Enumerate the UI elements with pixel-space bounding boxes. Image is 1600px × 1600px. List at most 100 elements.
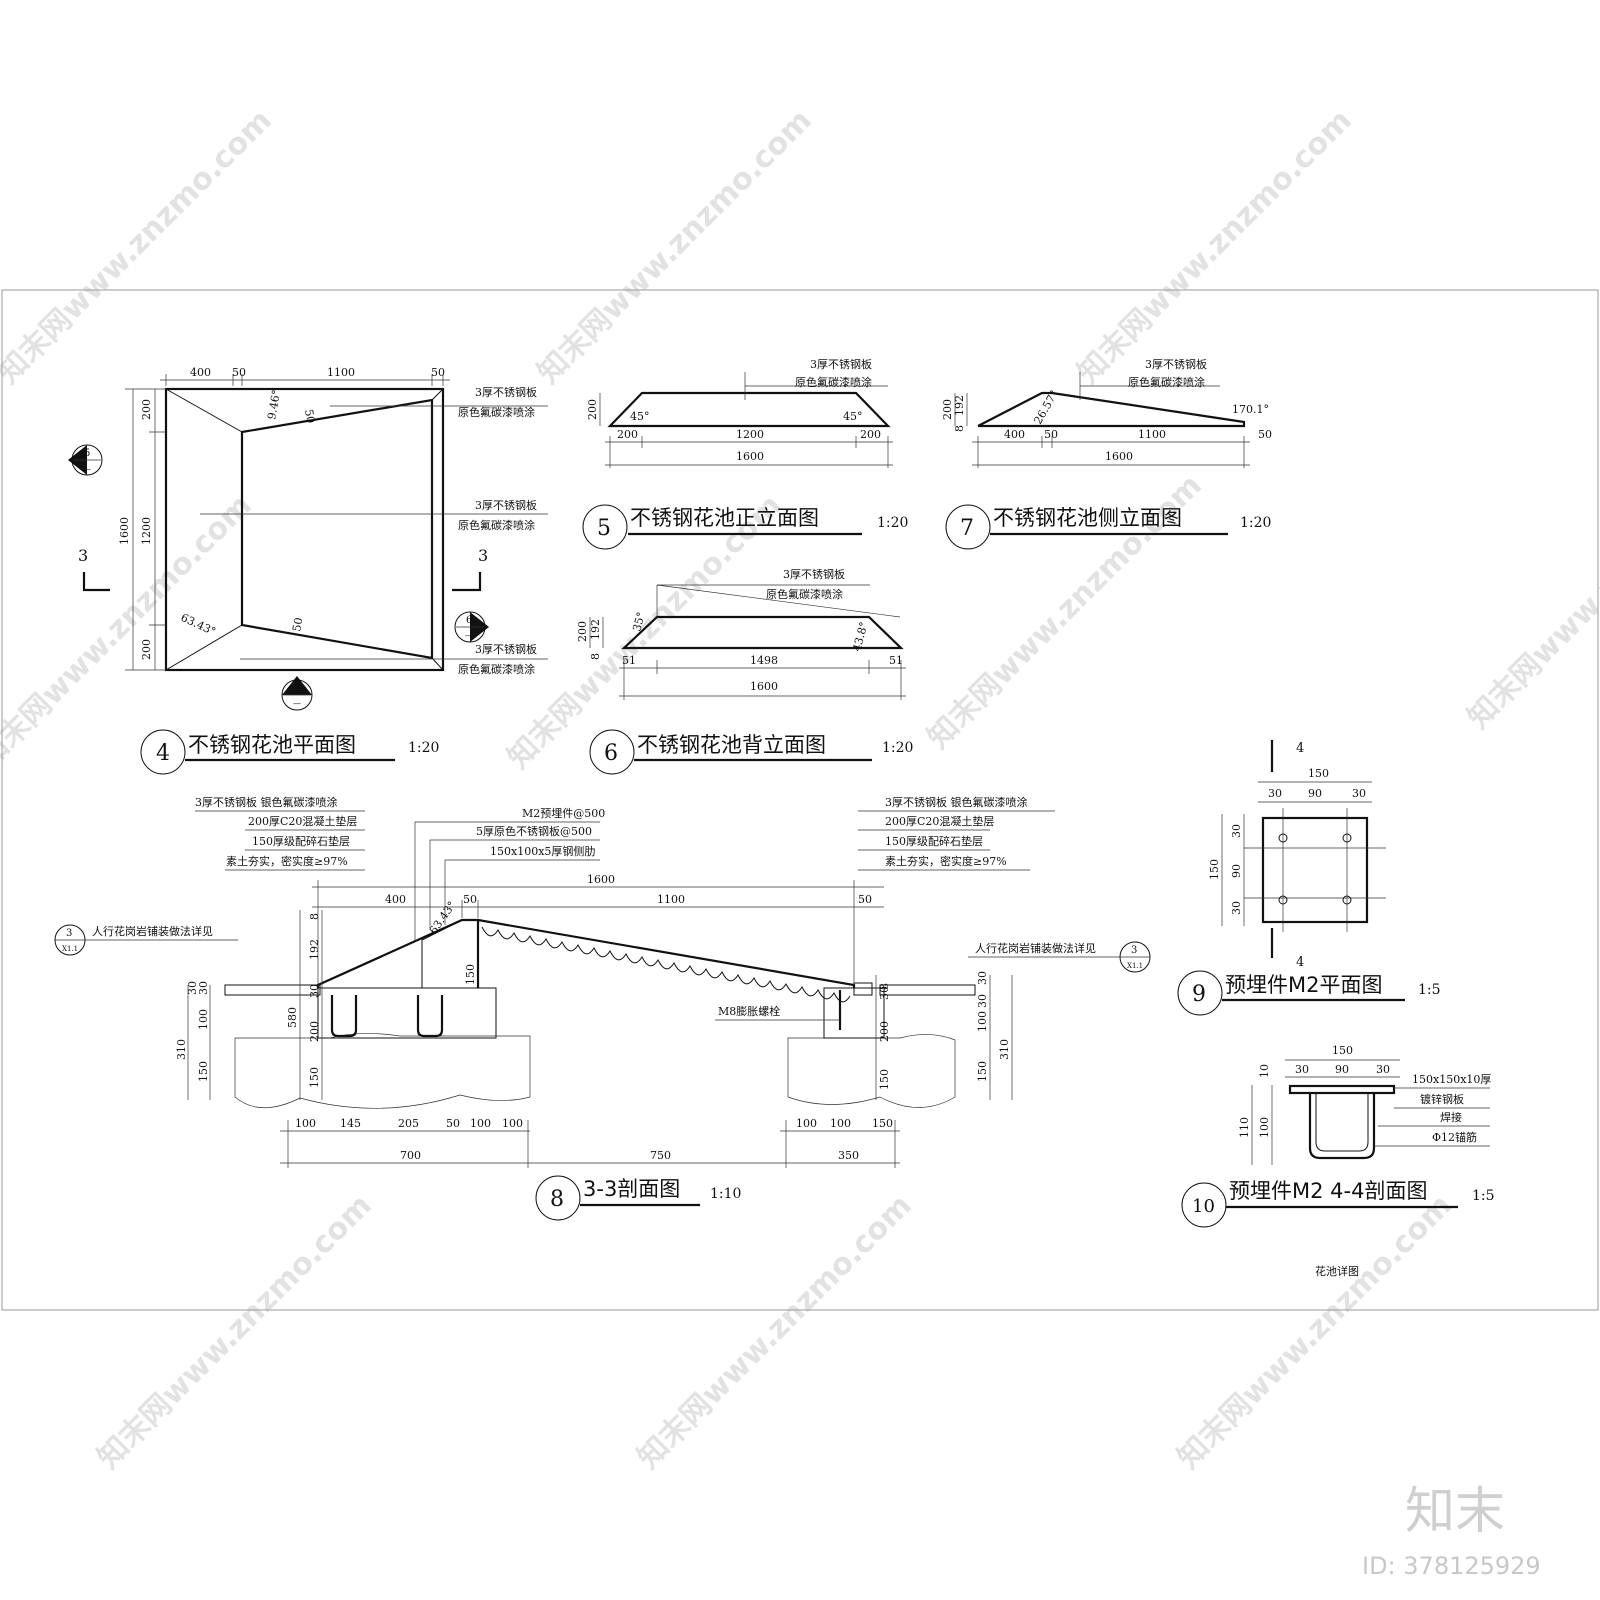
dim-text: 90 (1335, 1063, 1349, 1076)
view-title: 不锈钢花池正立面图 (630, 506, 819, 530)
view-number-circle (945, 504, 991, 550)
dim-text: 150 (464, 964, 477, 985)
note-text: 150x150x10厚 (1412, 1073, 1491, 1086)
watermark-text: 知末网www.znzmo.com (1171, 1188, 1459, 1476)
dim-text: 400 (190, 366, 211, 379)
view-number: 7 (960, 516, 974, 541)
dim-text: 30 (1376, 1063, 1390, 1076)
note-text: 200厚C20混凝土垫层 (885, 814, 994, 828)
dim-text: 1100 (327, 366, 355, 379)
dim-text: 30 (976, 971, 989, 985)
dim-text: 10 (1258, 1064, 1271, 1078)
view-number-circle (1177, 970, 1223, 1016)
dim-text: 30 (1230, 901, 1243, 915)
watermark-text: 知末网www.znzmo.com (91, 1188, 379, 1476)
dim-text: 200 (878, 1021, 891, 1042)
image-id: ID: 378125929 (1362, 1552, 1541, 1580)
edge-label: 50 (290, 616, 305, 632)
dim-text: 310 (998, 1039, 1011, 1060)
note-text: 原色氟碳漆喷涂 (458, 518, 535, 532)
ref-number: 7 (294, 684, 300, 695)
dim-text: 50 (431, 366, 445, 379)
watermark-text: 知末网www.znzmo.com (1461, 448, 1600, 736)
angle-label: 63.43° (179, 611, 218, 638)
view-4-plan: 400 50 1100 50 1600 200 1200 200 9.46° 6… (68, 366, 548, 775)
section-mark-label: 3 (78, 546, 88, 565)
ref-sheet: X1.1 (1127, 962, 1143, 970)
dim-text: 30 (1230, 824, 1243, 838)
note-text: 150厚级配碎石垫层 (885, 834, 983, 848)
dim-text: 150 (1208, 859, 1221, 880)
sheet-border (1, 289, 1599, 1311)
dim-text: 150 (878, 1069, 891, 1090)
view-10-embed-section: 150 30 90 30 10 110 100 150x150x10厚 镀锌钢板… (1181, 1044, 1495, 1228)
view-scale: 1:20 (882, 740, 913, 756)
note-text: 3厚不锈钢板 (475, 642, 537, 656)
dim-text: 100 (502, 1117, 523, 1130)
dim-text: 8 (953, 425, 966, 432)
view-title: 3-3剖面图 (583, 1177, 680, 1201)
note-text: 素土夯实，密实度≥97% (885, 854, 1007, 868)
note-text: 3厚不锈钢板 (475, 498, 537, 512)
dim-text: 8 (589, 653, 602, 660)
dim-text: 30 (197, 981, 210, 995)
view-8-section: 3厚不锈钢板 银色氟碳漆喷涂 200厚C20混凝土垫层 150厚级配碎石垫层 素… (54, 795, 1151, 1221)
dim-text: 30 (976, 994, 989, 1008)
dim-text: 8 (878, 983, 891, 990)
dim-text: 200 (308, 1021, 321, 1042)
dim-text: 580 (286, 1007, 299, 1028)
ref-sheet: — (465, 631, 473, 640)
dim-text: 150 (872, 1117, 893, 1130)
angle-label: 45° (843, 410, 863, 423)
dim-text: 1100 (1138, 428, 1166, 441)
dim-text: 30 (308, 984, 321, 998)
dim-text: 100 (830, 1117, 851, 1130)
dim-text: 30 (878, 986, 891, 1000)
dim-text: 310 (175, 1039, 188, 1060)
dim-text: 30 (1352, 787, 1366, 800)
dim-text: 192 (589, 619, 602, 640)
dim-text: 200 (617, 428, 638, 441)
angle-label: 26.57° (1031, 388, 1061, 427)
view-number: 6 (604, 741, 618, 766)
note-text: 3厚不锈钢板 (475, 385, 537, 399)
dim-text: 205 (398, 1117, 419, 1130)
watermark-text: 知末网www.znzmo.com (0, 103, 279, 391)
dim-text: 50 (463, 893, 477, 906)
view-number: 5 (597, 516, 611, 541)
view-5-front-elevation: 3厚不锈钢板 原色氟碳漆喷涂 200 45° 45° 200 1200 200 … (582, 357, 908, 550)
dim-text: 30 (1295, 1063, 1309, 1076)
note-text: M8膨胀螺栓 (718, 1004, 780, 1018)
angle-label: 35° (630, 611, 648, 633)
note-text: Φ12锚筋 (1432, 1130, 1477, 1144)
dim-text: 200 (576, 621, 589, 642)
dim-text: 50 (232, 366, 246, 379)
view-7-side-elevation: 3厚不锈钢板 原色氟碳漆喷涂 200 192 8 26.57° 170.1° 4… (941, 357, 1272, 550)
angle-label: 45° (630, 410, 650, 423)
view-number: 9 (1192, 982, 1206, 1007)
note-text: 原色氟碳漆喷涂 (1128, 375, 1205, 389)
view-title: 预埋件M2 4-4剖面图 (1229, 1179, 1427, 1203)
dim-text: 90 (1308, 787, 1322, 800)
note-text: 原色氟碳漆喷涂 (766, 587, 843, 601)
dim-text: 8 (308, 913, 321, 920)
dim-text: 400 (385, 893, 406, 906)
dim-text: 1600 (736, 450, 764, 463)
dim-text: 51 (622, 654, 636, 667)
note-text: 人行花岗岩铺装做法详见 (975, 941, 1096, 955)
planter-soil-area (240, 398, 434, 660)
note-text: 3厚不锈钢板 银色氟碳漆喷涂 (885, 795, 1028, 809)
view-scale: 1:5 (1418, 982, 1441, 998)
note-text: M2预埋件@500 (522, 807, 605, 820)
view-scale: 1:20 (877, 515, 908, 531)
angle-label: 9.46° (265, 389, 283, 421)
note-text: 200厚C20混凝土垫层 (248, 814, 357, 828)
note-text: 焊接 (1440, 1110, 1462, 1124)
dim-text: 100 (976, 1011, 989, 1032)
dim-text: 192 (308, 939, 321, 960)
dim-text: 30 (186, 981, 199, 995)
ref-number: 5 (84, 448, 90, 459)
planter-outline (164, 387, 445, 672)
view-number: 10 (1192, 1196, 1215, 1217)
